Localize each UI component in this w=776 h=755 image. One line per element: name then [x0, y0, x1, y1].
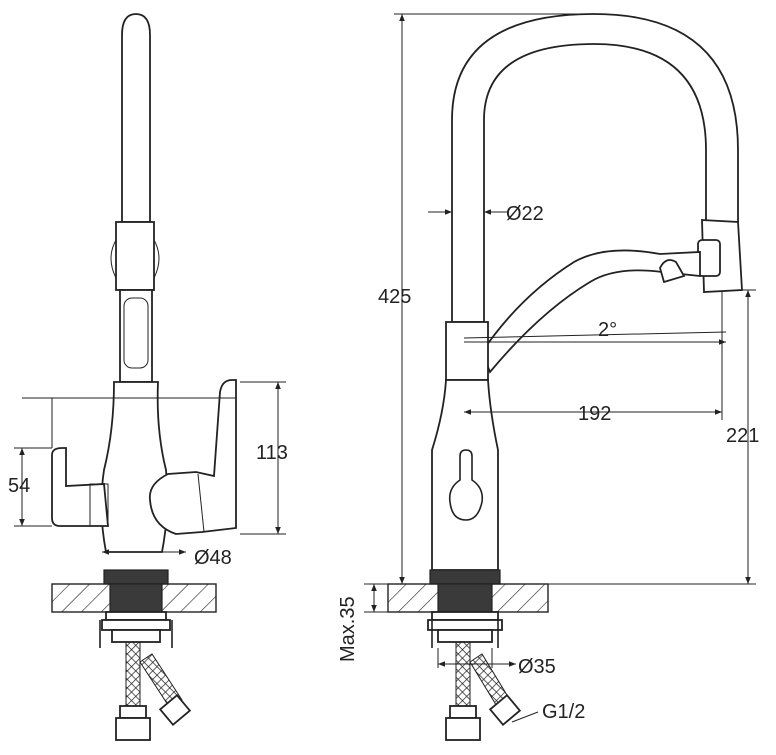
front-dim-dia48: Ø48 [194, 547, 232, 569]
side-neck [445, 321, 489, 381]
front-neck [119, 289, 153, 383]
side-dim-dia35: Ø35 [518, 656, 556, 678]
side-pullout-arm [480, 249, 701, 374]
side-dim-192: 192 [578, 403, 611, 425]
front-body [100, 381, 169, 553]
front-view: 113 54 Ø48 [8, 13, 288, 741]
side-lever-slot [448, 449, 484, 521]
side-dim-221: 221 [726, 425, 759, 447]
side-arched-spout [451, 13, 739, 323]
front-base-ring [103, 569, 169, 585]
side-base-ring [429, 569, 501, 585]
side-view: 425 Ø22 2° 192 221 Max.35 Ø35 G1/2 [337, 13, 759, 741]
side-dim-thread: G1/2 [542, 701, 585, 723]
front-spout-collar [115, 221, 155, 291]
front-hose-left [125, 641, 141, 707]
front-left-handle [51, 447, 109, 527]
front-dim-54: 54 [8, 475, 30, 497]
side-dim-max35: Max.35 [337, 596, 359, 662]
front-right-handle [148, 379, 237, 535]
side-hose-left [455, 641, 471, 707]
side-dim-angle: 2° [598, 319, 617, 341]
side-body [431, 379, 499, 571]
side-dim-425: 425 [378, 286, 411, 308]
front-spout [121, 13, 151, 223]
side-dim-dia22: Ø22 [506, 203, 544, 225]
front-dim-113: 113 [256, 442, 288, 464]
